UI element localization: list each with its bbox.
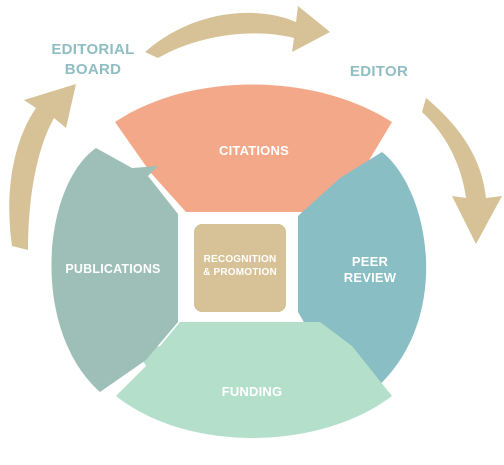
label-publications: PUBLICATIONS (65, 262, 161, 276)
label-editorial-board-line1: EDITORIAL (51, 41, 135, 58)
label-funding: FUNDING (221, 384, 283, 399)
label-editorial-board-line2: BOARD (64, 60, 122, 78)
arrow-top (145, 6, 330, 58)
arrow-right (422, 98, 502, 244)
segment-funding (116, 322, 392, 438)
center-label-line1: RECOGNITION (203, 254, 277, 265)
label-peer-review-line1: PEER (351, 254, 389, 269)
label-peer-review: PEER REVIEW (328, 254, 412, 287)
label-peer-review-line2: REVIEW (343, 270, 397, 286)
label-editorial-board: EDITORIAL BOARD (30, 40, 156, 79)
arrow-left (9, 84, 76, 250)
center-box (194, 224, 286, 312)
label-citations: CITATIONS (219, 143, 289, 158)
segment-citations (115, 84, 392, 212)
segment-publications (51, 148, 178, 392)
label-editor: EDITOR (349, 63, 409, 80)
center-label: RECOGNITION & PROMOTION (194, 254, 286, 279)
center-label-line2: & PROMOTION (203, 266, 277, 278)
